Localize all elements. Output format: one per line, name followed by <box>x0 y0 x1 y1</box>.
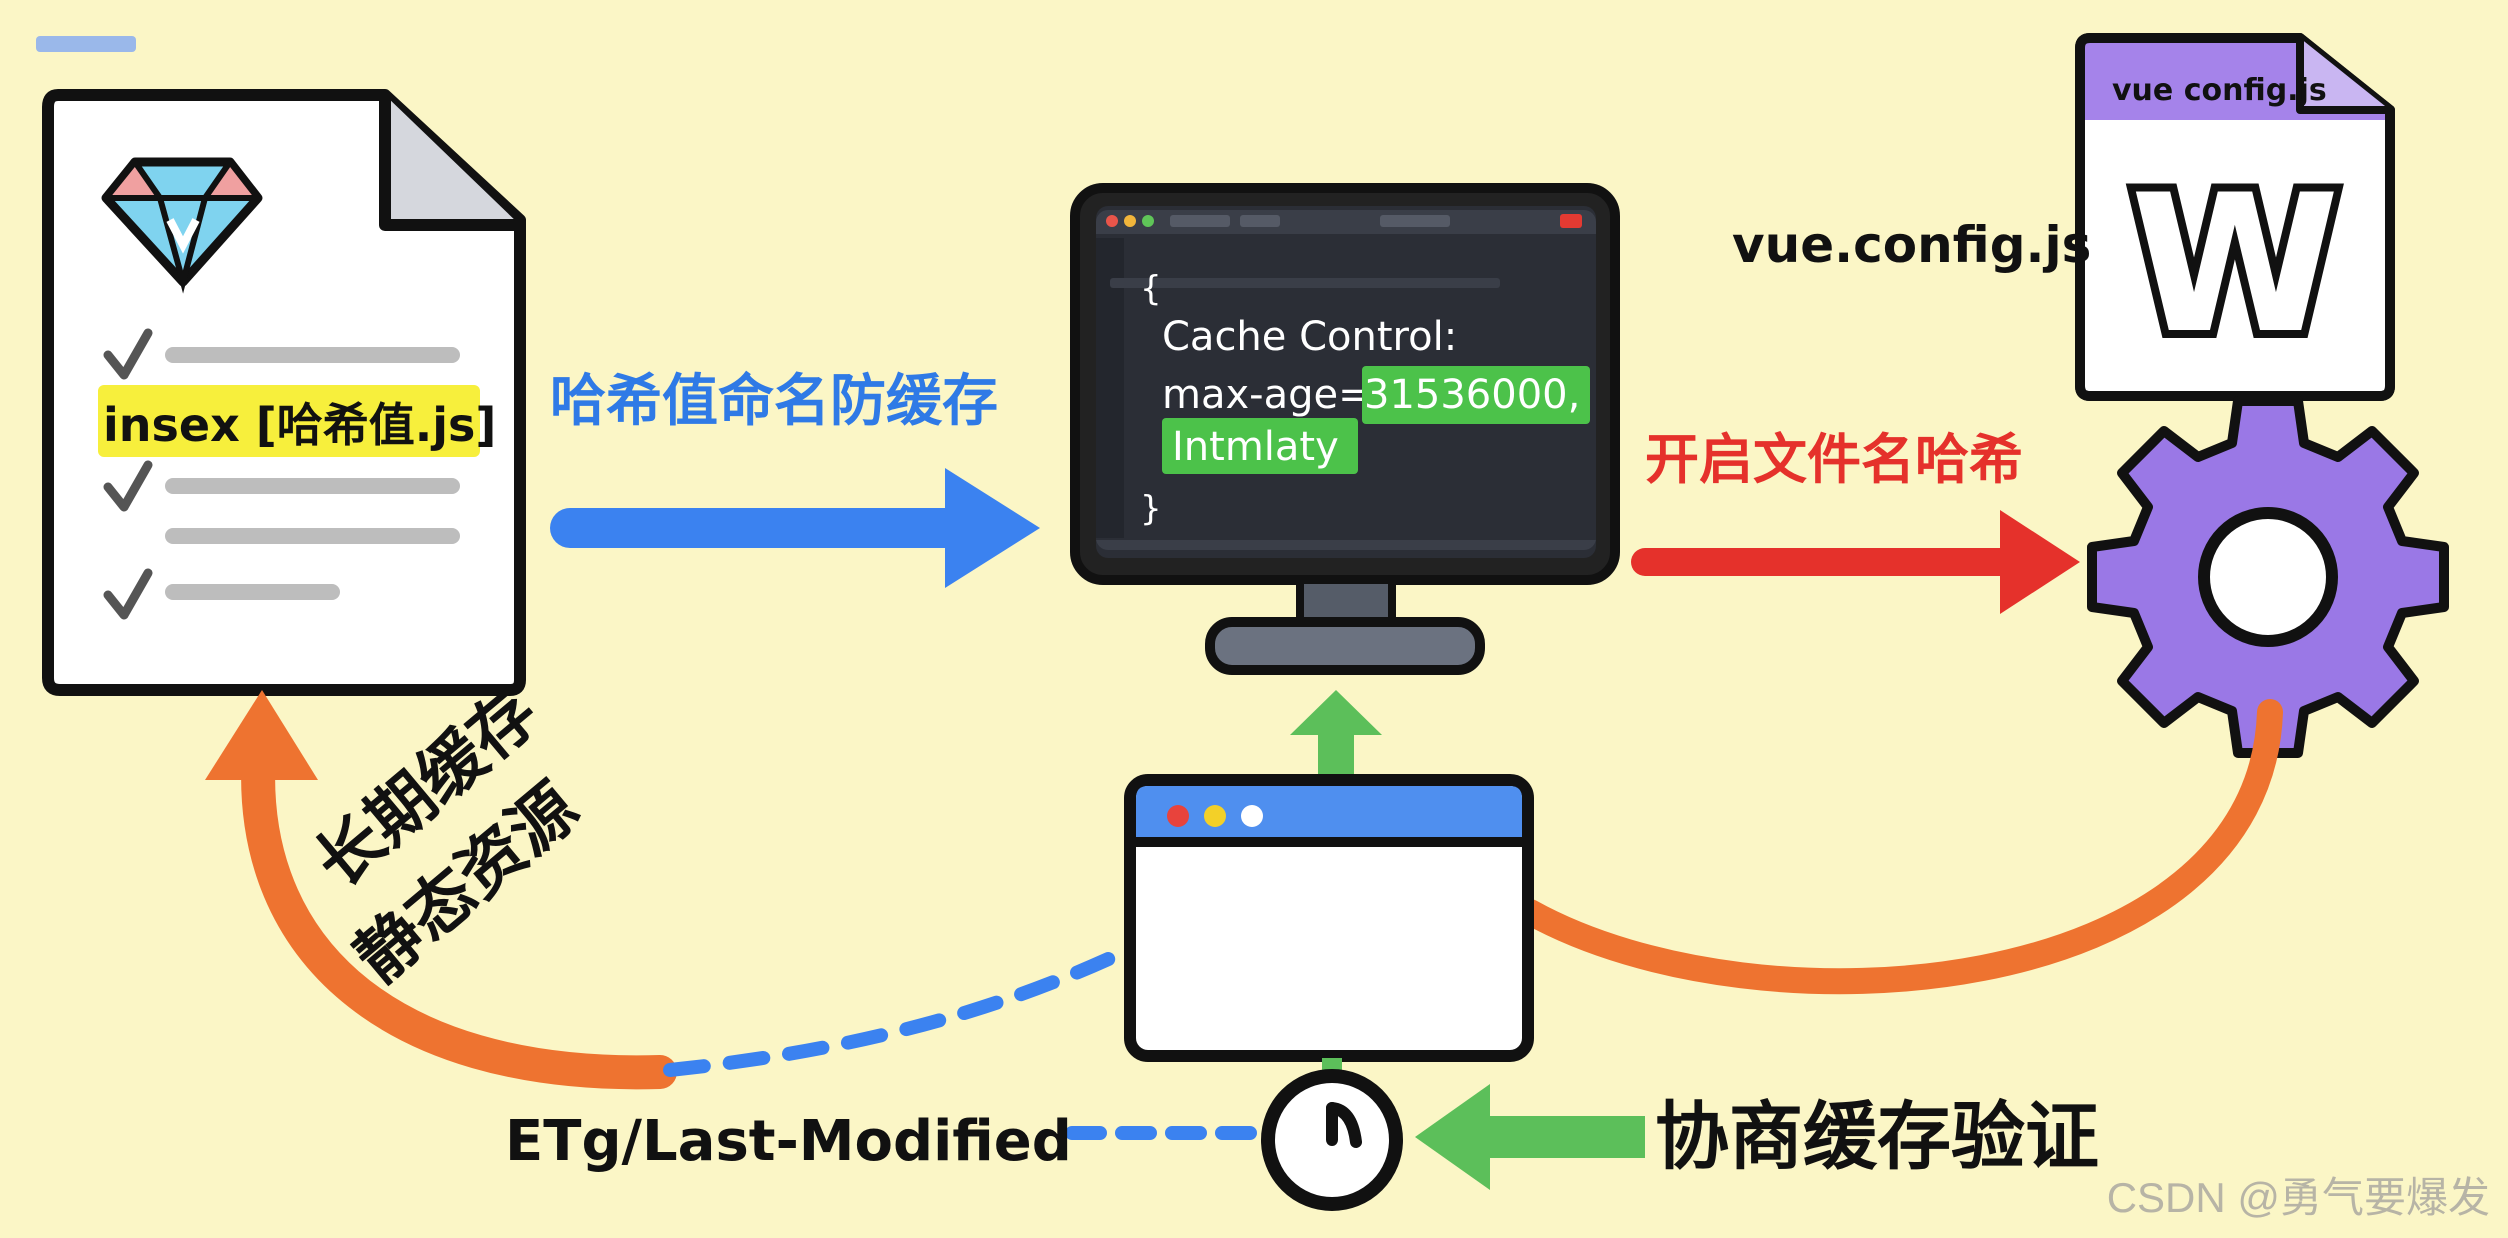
enable-hash-label: 开启文件名哈希 <box>1645 428 2023 491</box>
file-highlight-box <box>98 385 480 457</box>
browser-window-icon <box>1124 774 1534 1062</box>
negotiation-arrow <box>1415 1084 1645 1190</box>
code-line-max-age-prefix: max-age= <box>1162 372 1372 418</box>
gear-to-browser-curve <box>1517 699 2283 995</box>
long-cache-curve <box>241 723 677 1090</box>
config-file-tab-label: vue config.js <box>2112 73 2327 108</box>
config-file-icon-letter: W <box>2130 154 2340 375</box>
clock-icon <box>1261 1069 1403 1211</box>
diamond-icon <box>101 157 263 294</box>
code-line-cache-control: Cache Control: <box>1162 314 1457 360</box>
code-intmlaty-highlight <box>1162 418 1358 474</box>
upward-arrow <box>1290 690 1382 783</box>
etag-dashed-curve <box>663 943 1135 1077</box>
code-max-age-highlight <box>1362 366 1590 424</box>
text-line-placeholder <box>165 584 340 600</box>
code-brace-open: { <box>1140 269 1162 309</box>
etag-label: ETg/Last-Modified <box>505 1109 1072 1174</box>
corner-decoration <box>36 36 136 52</box>
config-file-label: vue.config.js <box>1732 216 2091 274</box>
code-line-intmlaty: Intmlaty <box>1172 424 1339 470</box>
negotiation-cache-label: 协商缓存验证 <box>1655 1094 2099 1180</box>
hashed-filename-label: insex [哈希值.js] <box>103 398 496 452</box>
gear-icon <box>2087 396 2449 758</box>
hash-naming-label: 哈希值命名防缓存 <box>550 369 998 434</box>
checkmark-icon <box>103 568 153 620</box>
text-line-placeholder <box>165 347 460 363</box>
config-file-icon: vue config.js W <box>2075 33 2395 401</box>
checkmark-icon <box>103 328 153 380</box>
watermark: CSDN @勇气要爆发 <box>2107 1174 2490 1221</box>
text-line-placeholder <box>165 528 460 544</box>
code-brace-close: } <box>1140 489 1162 529</box>
html-document-icon: insex [哈希值.js] <box>42 89 526 696</box>
enable-hash-arrow <box>1631 510 2080 614</box>
hash-naming-arrow <box>550 468 1040 588</box>
monitor-icon: { Cache Control: max-age= 31536000, Intm… <box>1070 183 1620 675</box>
code-line-max-age-value: 31536000, <box>1364 372 1580 418</box>
checkmark-icon <box>103 460 153 512</box>
long-cache-arrowhead <box>205 690 318 780</box>
text-line-placeholder <box>165 478 460 494</box>
